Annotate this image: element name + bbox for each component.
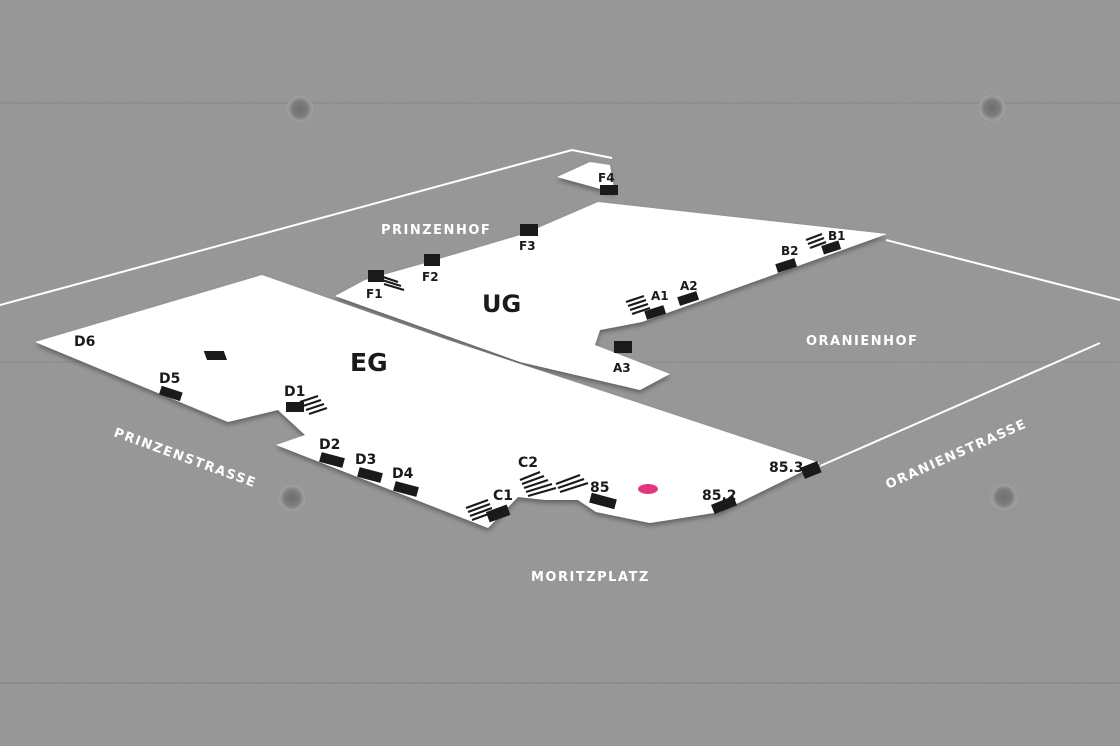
entrance-marker [644, 305, 667, 320]
street-label-oranienhof: ORANIENHOF [806, 334, 918, 349]
entrance-label-a3: A3 [613, 361, 631, 375]
entrance-marker [821, 240, 842, 255]
entrance-marker [368, 270, 384, 282]
entrance-label-d3: D3 [355, 452, 376, 468]
floor-label-eg: EG [350, 348, 388, 377]
entrance-marker [158, 385, 183, 402]
entrance-label-d5: D5 [159, 371, 180, 387]
entrance-markers-eg [158, 351, 822, 523]
boundary-line-oranienstrasse [819, 342, 1101, 467]
entrance-marker [711, 495, 737, 515]
entrance-label-f1: F1 [366, 287, 383, 301]
entrance-label-c2: C2 [518, 455, 538, 471]
entrance-marker [600, 185, 618, 195]
floor-plate-eg[interactable] [35, 275, 820, 528]
entrance-label-d6: D6 [74, 334, 95, 350]
stairs-icon [519, 470, 557, 498]
entrance-marker [393, 481, 419, 497]
entrance-label-d4: D4 [392, 466, 414, 482]
stairs-icon [625, 294, 651, 316]
stairs-icon [465, 498, 495, 522]
entrance-label-d1: D1 [284, 384, 305, 400]
entrance-label-f3: F3 [519, 239, 536, 253]
boundary-line-east [885, 239, 1120, 301]
entrance-marker [775, 258, 798, 273]
street-label-prinzenhof: PRINZENHOF [381, 223, 491, 238]
entrance-label-f4: F4 [598, 171, 615, 185]
entrance-label-b1: B1 [828, 229, 846, 243]
entrance-marker [319, 452, 345, 468]
tie-hole [287, 96, 313, 122]
entrance-marker [424, 254, 440, 266]
entrance-marker [589, 492, 617, 510]
boundary-line-north [0, 148, 613, 306]
entrance-label-c1: C1 [493, 488, 513, 504]
entrance-marker [520, 224, 538, 236]
entrance-marker [357, 467, 383, 483]
site-boundary [0, 148, 1120, 467]
street-label-moritzplatz: MORITZPLATZ [531, 570, 650, 585]
tie-hole [991, 484, 1017, 510]
entrance-marker [677, 291, 700, 306]
stairs-icon [299, 394, 328, 416]
entrance-marker [800, 461, 822, 479]
entrance-marker [286, 402, 304, 412]
stairs-eg [299, 394, 589, 522]
stairs-icon [379, 274, 405, 292]
entrance-marker [203, 351, 228, 360]
entrance-markers-ug [368, 185, 842, 353]
entrance-label-85-3: 85.3 [769, 460, 804, 476]
entrance-label-85-2: 85.2 [702, 488, 737, 504]
floor-plate-ug[interactable] [335, 162, 887, 390]
entrance-label-f2: F2 [422, 270, 439, 284]
entrance-label-a1: A1 [651, 289, 669, 303]
tie-holes [279, 95, 1017, 511]
entrance-label-b2: B2 [781, 244, 799, 258]
floor-label-ug: UG [482, 290, 521, 318]
entrance-marker [485, 504, 511, 523]
location-dot-icon [638, 484, 658, 494]
stairs-ug [379, 232, 827, 316]
tie-hole [979, 95, 1005, 121]
entrance-label-a2: A2 [680, 279, 698, 293]
tie-hole [279, 485, 305, 511]
entrance-label-85: 85 [590, 480, 609, 496]
entrance-marker [614, 341, 632, 353]
stairs-icon [555, 473, 589, 494]
entrance-label-d2: D2 [319, 437, 340, 453]
stairs-icon [805, 232, 827, 250]
